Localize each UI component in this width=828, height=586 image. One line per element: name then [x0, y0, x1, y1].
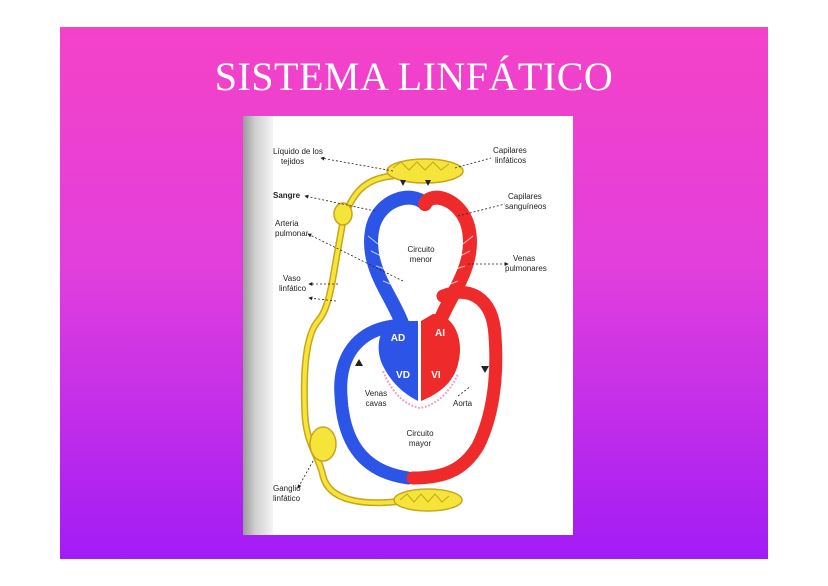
label-aorta: Aorta	[453, 399, 473, 408]
label-venas-cavas-1: Venas	[365, 389, 387, 398]
chamber-ai: AI	[435, 328, 445, 339]
label-arteria-1: Arteria	[275, 219, 299, 228]
lymph-capillaries	[386, 158, 464, 184]
label-ganglio-1: Ganglio	[273, 484, 301, 493]
label-capilares-san-1: Capilares	[508, 192, 542, 201]
label-sangre: Sangre	[273, 191, 301, 200]
label-vaso-2: linfático	[279, 284, 307, 293]
label-venas-pul-2: pulmonares	[505, 264, 547, 273]
label-venas-cavas-2: cavas	[366, 399, 387, 408]
pulmonary-artery-loop	[364, 190, 432, 333]
label-circuito-mayor-2: mayor	[409, 439, 432, 448]
lymph-node-lower	[309, 426, 337, 462]
label-vaso-1: Vaso	[283, 274, 301, 283]
label-arteria-2: pulmonar	[275, 229, 309, 238]
label-capilares-san-2: sanguíneos	[505, 202, 546, 211]
slide: SISTEMA LINFÁTICO	[60, 27, 768, 559]
label-capilares-lin-1: Capilares	[493, 146, 527, 155]
label-ganglio-2: linfático	[273, 494, 301, 503]
lymph-node-upper	[333, 202, 353, 226]
venae-cavae-loop	[334, 319, 415, 485]
flow-arrows	[355, 180, 489, 373]
circulatory-lymphatic-diagram: AD AI VD VI Circuito menor Circuito mayo…	[243, 116, 573, 535]
pericardium	[382, 370, 459, 410]
aorta-loop	[406, 285, 503, 485]
pulmonary-vein-loop	[418, 190, 477, 333]
heart-left-side	[421, 314, 461, 401]
pointer-arrows	[297, 156, 509, 489]
lymph-capillaries-bottom	[393, 488, 463, 512]
scan-shadow	[243, 116, 273, 535]
label-capilares-lin-2: linfáticos	[495, 156, 526, 165]
label-circuito-menor-2: menor	[410, 255, 433, 264]
label-circuito-mayor-1: Circuito	[406, 429, 434, 438]
label-liquido-1: Líquido de los	[273, 147, 323, 156]
label-liquido-2: tejidos	[281, 157, 304, 166]
chamber-vi: VI	[431, 370, 441, 381]
diagram-svg: AD AI VD VI Circuito menor Circuito mayo…	[273, 146, 547, 512]
chamber-vd: VD	[396, 370, 410, 381]
label-circuito-menor-1: Circuito	[407, 245, 435, 254]
label-venas-pul-1: Venas	[513, 254, 535, 263]
heart-right-side	[378, 321, 418, 401]
chamber-ad: AD	[391, 333, 405, 344]
slide-title: SISTEMA LINFÁTICO	[214, 54, 614, 99]
